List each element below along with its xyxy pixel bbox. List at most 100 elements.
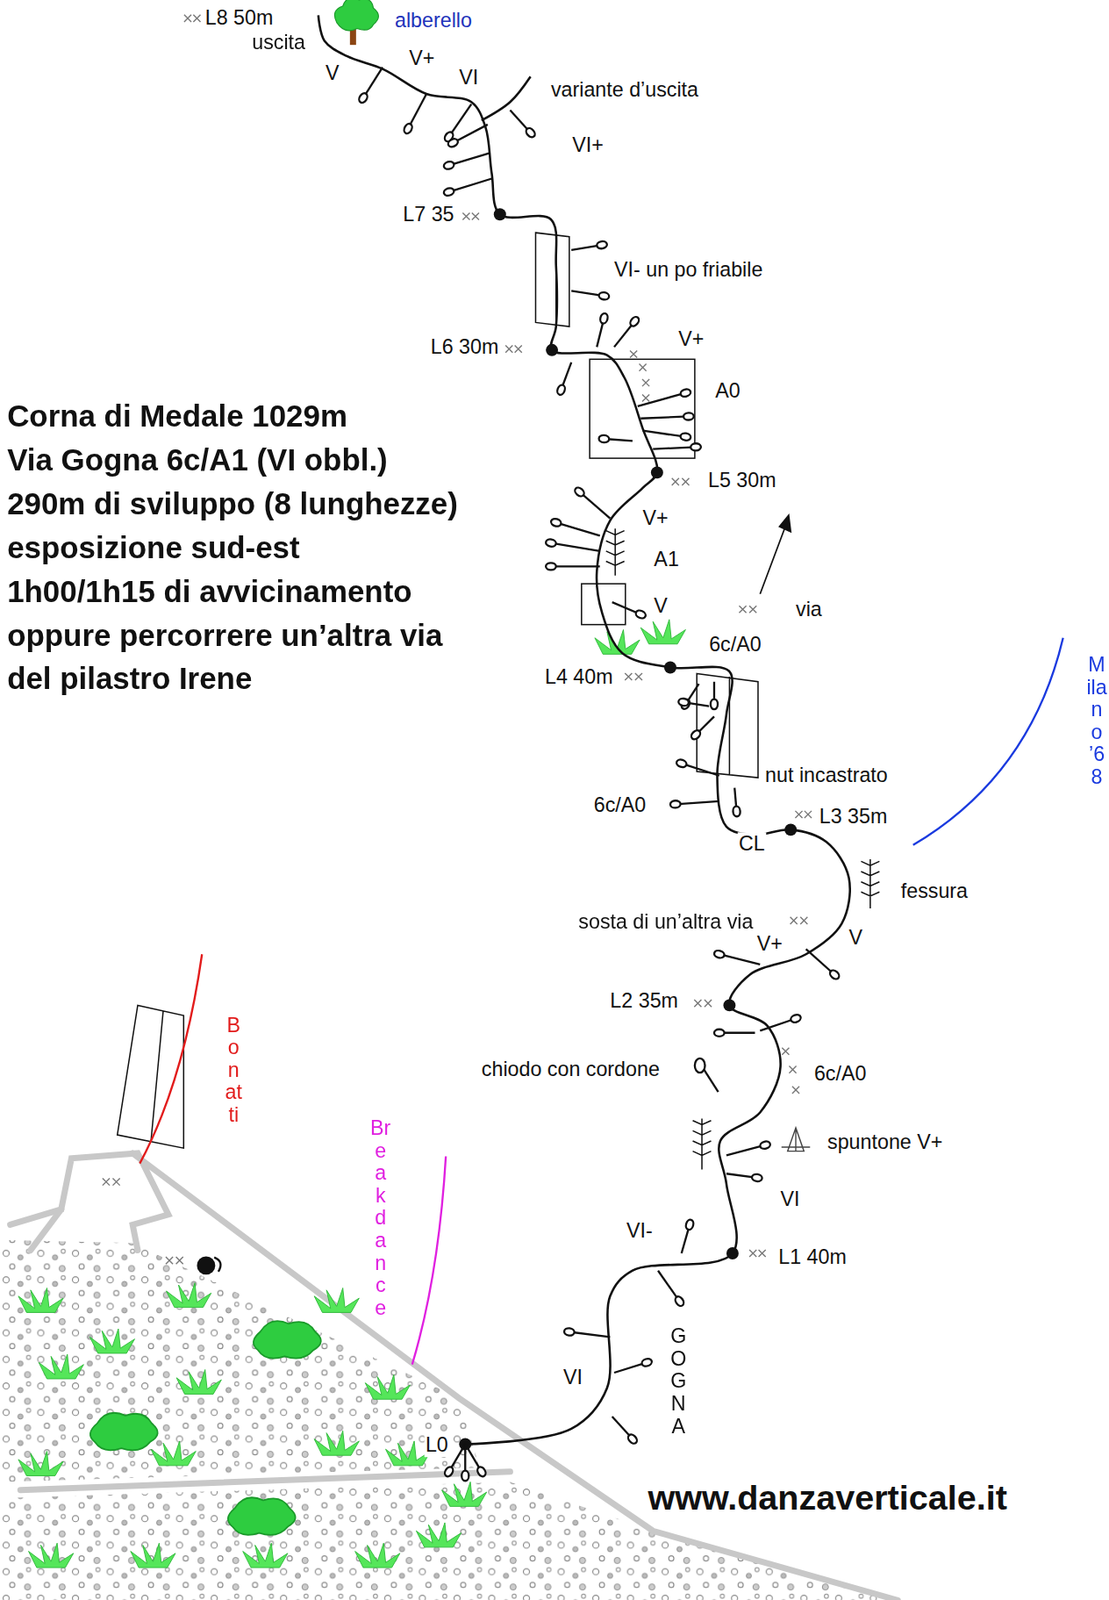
piton-symbol — [713, 949, 760, 965]
piton-symbol — [658, 1270, 686, 1308]
bolt-cross — [462, 212, 470, 220]
piton-symbol — [689, 715, 715, 741]
piton-symbol — [637, 387, 692, 407]
piton-symbol — [806, 948, 842, 981]
grass — [18, 619, 686, 1567]
piton-symbol — [443, 104, 472, 144]
piton-symbol — [596, 312, 609, 347]
grass-tuft — [415, 1522, 461, 1547]
route-label: L4 40m — [543, 665, 615, 689]
piton-symbol — [759, 1013, 802, 1031]
piton-symbol — [732, 787, 741, 817]
piton-symbol — [357, 67, 383, 105]
bolt-cross — [804, 810, 812, 818]
bolt-cross — [800, 916, 808, 924]
bolt-cross — [629, 350, 637, 358]
route-label: V+ — [677, 327, 705, 351]
route-label: V — [324, 61, 341, 86]
piton-symbol — [402, 93, 427, 136]
bolt-cross — [472, 212, 480, 220]
grass-tuft — [364, 1373, 410, 1399]
route-label: L5 30m — [707, 468, 778, 493]
bolt-cross — [681, 478, 689, 486]
title-line: Via Gogna 6c/A1 (VI obbl.) — [6, 442, 389, 478]
scree — [0, 1239, 898, 1600]
belay-dot — [784, 822, 797, 836]
route-label: 6c/A0 — [813, 1061, 868, 1086]
vertical-label: Milano ’68 — [1085, 652, 1109, 788]
vertical-label: Breakdance — [369, 1116, 393, 1318]
bolt-cross — [672, 478, 680, 486]
piton-symbol — [714, 1029, 756, 1037]
route-label: VI — [779, 1187, 801, 1211]
route-label: spuntone V+ — [826, 1130, 945, 1154]
route-label: V+ — [756, 931, 784, 956]
route-line — [481, 76, 531, 121]
title-line: del pilastro Irene — [6, 660, 253, 696]
bolt-cross — [642, 379, 650, 387]
bolt-cross — [635, 672, 643, 680]
piton-symbol — [710, 681, 718, 709]
grass-tuft — [18, 1287, 64, 1312]
route-label: nut incastrato — [764, 763, 889, 788]
belay-dot — [493, 207, 507, 221]
crack-symbol — [693, 1117, 712, 1169]
piton-symbol — [598, 435, 633, 444]
grass-tuft — [314, 1430, 359, 1455]
route-label: A1 — [652, 547, 680, 572]
route-label: V — [652, 593, 669, 618]
route-label: uscita — [250, 30, 307, 55]
route-label: L2 35m — [608, 988, 680, 1013]
grass-tuft — [130, 1542, 176, 1567]
route-label: sosta di un’altra via — [577, 909, 754, 934]
piton-symbol — [556, 362, 572, 396]
bolt-cross — [794, 810, 802, 818]
route-label: chiodo con cordone — [480, 1057, 661, 1081]
grass-tuft — [28, 1542, 74, 1567]
grass-tuft — [355, 1542, 401, 1567]
grass-tuft — [314, 1287, 359, 1312]
grass-tuft — [38, 1353, 84, 1379]
bolt-cross — [749, 605, 757, 613]
grass-tuft — [150, 1440, 196, 1466]
bushes — [90, 1320, 322, 1535]
route-label: VI- un po friabile — [613, 257, 765, 282]
terrain-lines — [10, 1152, 899, 1600]
bolt-cross — [642, 393, 650, 401]
piton-symbol — [726, 1173, 763, 1182]
bolt-cross — [102, 1177, 110, 1185]
spuntone-symbol — [781, 1127, 811, 1152]
bolt-cross — [738, 605, 746, 613]
title-line: 1h00/1h15 di avvicinamento — [6, 573, 414, 609]
lower-belay — [196, 1255, 221, 1274]
bolt-cross — [176, 1256, 184, 1264]
grass-tuft — [176, 1369, 222, 1395]
piton-symbol — [681, 1218, 695, 1253]
grass-tuft — [243, 1542, 288, 1567]
piton-symbol — [571, 240, 608, 251]
route-label: VI — [457, 65, 480, 90]
route-label: VI — [562, 1365, 584, 1389]
bolt-cross — [184, 14, 192, 22]
belay-dot — [726, 1246, 739, 1260]
route-label: via — [794, 597, 823, 622]
bolt-cross — [704, 999, 712, 1007]
vertical-label: Bonatti — [221, 1013, 245, 1126]
bonatti-line — [139, 953, 202, 1163]
piton-symbol — [640, 412, 695, 421]
vertical-label: GOGNA — [666, 1323, 690, 1437]
route-label: L1 40m — [777, 1244, 848, 1269]
piton-symbol — [652, 443, 702, 451]
route-label: variante d’uscita — [550, 78, 700, 102]
bolt-cross — [790, 916, 798, 924]
route-label: V — [847, 925, 864, 950]
piton-symbol — [571, 290, 610, 301]
route-label: L6 30m — [429, 335, 501, 359]
breakdance-line — [412, 1155, 446, 1364]
belay-dot — [664, 661, 677, 674]
route-label: 6c/A0 — [593, 793, 648, 817]
title-line: esposizione sud-est — [6, 529, 301, 566]
piton-symbol — [614, 314, 641, 347]
grass-tuft — [594, 629, 640, 654]
bolt-cross — [639, 364, 647, 372]
